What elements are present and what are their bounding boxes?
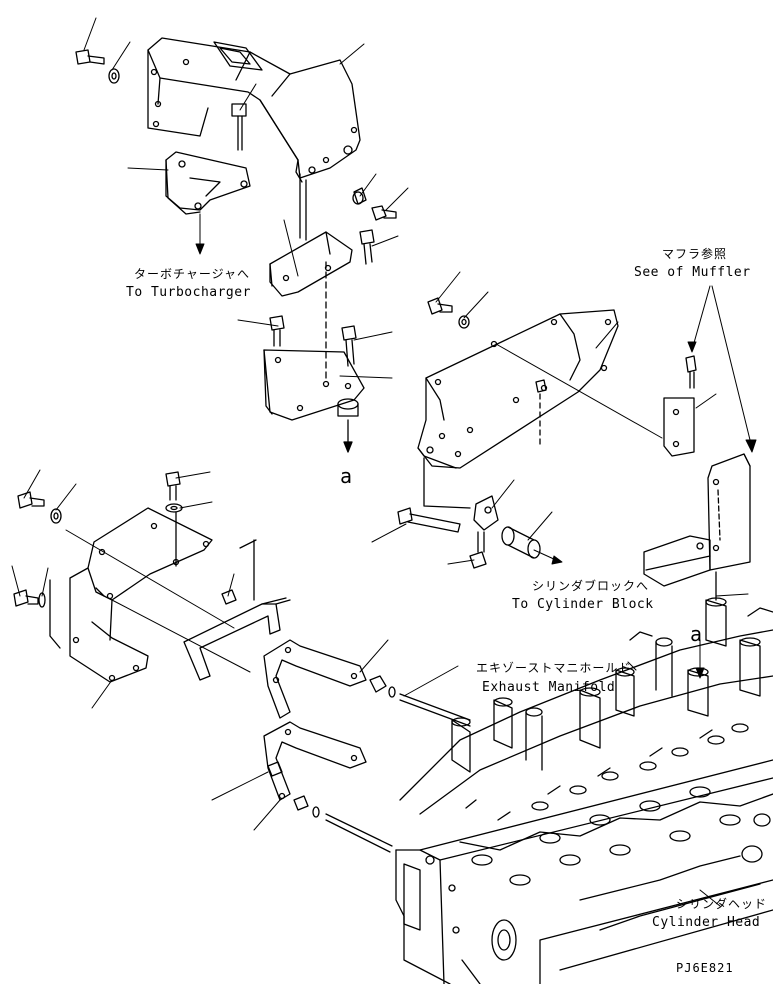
lower-fasteners	[13, 471, 237, 649]
leader-lines-lower	[11, 469, 251, 709]
turbo-bracket	[165, 151, 251, 215]
drawing-code: PJ6E821	[676, 961, 734, 975]
center-fasteners	[397, 297, 541, 569]
exhaust-manifold	[399, 597, 773, 815]
leader-lines-muffler	[687, 285, 757, 597]
lower-heat-shield	[69, 507, 213, 683]
bolts-top-left	[75, 49, 397, 367]
leader-lines-center	[371, 271, 663, 565]
reference-a-upper: a	[340, 464, 353, 488]
cylinder-head	[395, 723, 773, 984]
reference-a-lower: a	[690, 622, 703, 646]
lower-brackets	[183, 539, 367, 801]
manifold-heat-shield	[417, 309, 619, 509]
leader-lines-studs	[211, 639, 459, 831]
block-label-en: To Cylinder Block	[512, 597, 654, 612]
muffler-bracket	[643, 355, 751, 601]
block-label-jp: シリンダブロックへ	[532, 579, 650, 593]
turbo-label-jp: ターボチャージャへ	[134, 267, 251, 281]
head-label-en: Cylinder Head	[652, 915, 761, 930]
studs-nuts	[267, 675, 471, 853]
leader-lines-head	[627, 639, 721, 907]
leader-lines-top	[83, 17, 409, 379]
turbo-heat-shield	[147, 37, 361, 183]
muffler-label-en: See of Muffler	[634, 265, 751, 280]
manifold-label-en: Exhaust Manifold	[482, 680, 616, 695]
shield-mount-plate	[263, 173, 365, 453]
turbo-label-en: To Turbocharger	[126, 285, 251, 300]
manifold-label-jp: エキゾーストマニホールド	[476, 661, 632, 675]
muffler-label-jp: マフラ参照	[662, 247, 728, 261]
head-label-jp: シリンダヘッド	[676, 897, 768, 911]
